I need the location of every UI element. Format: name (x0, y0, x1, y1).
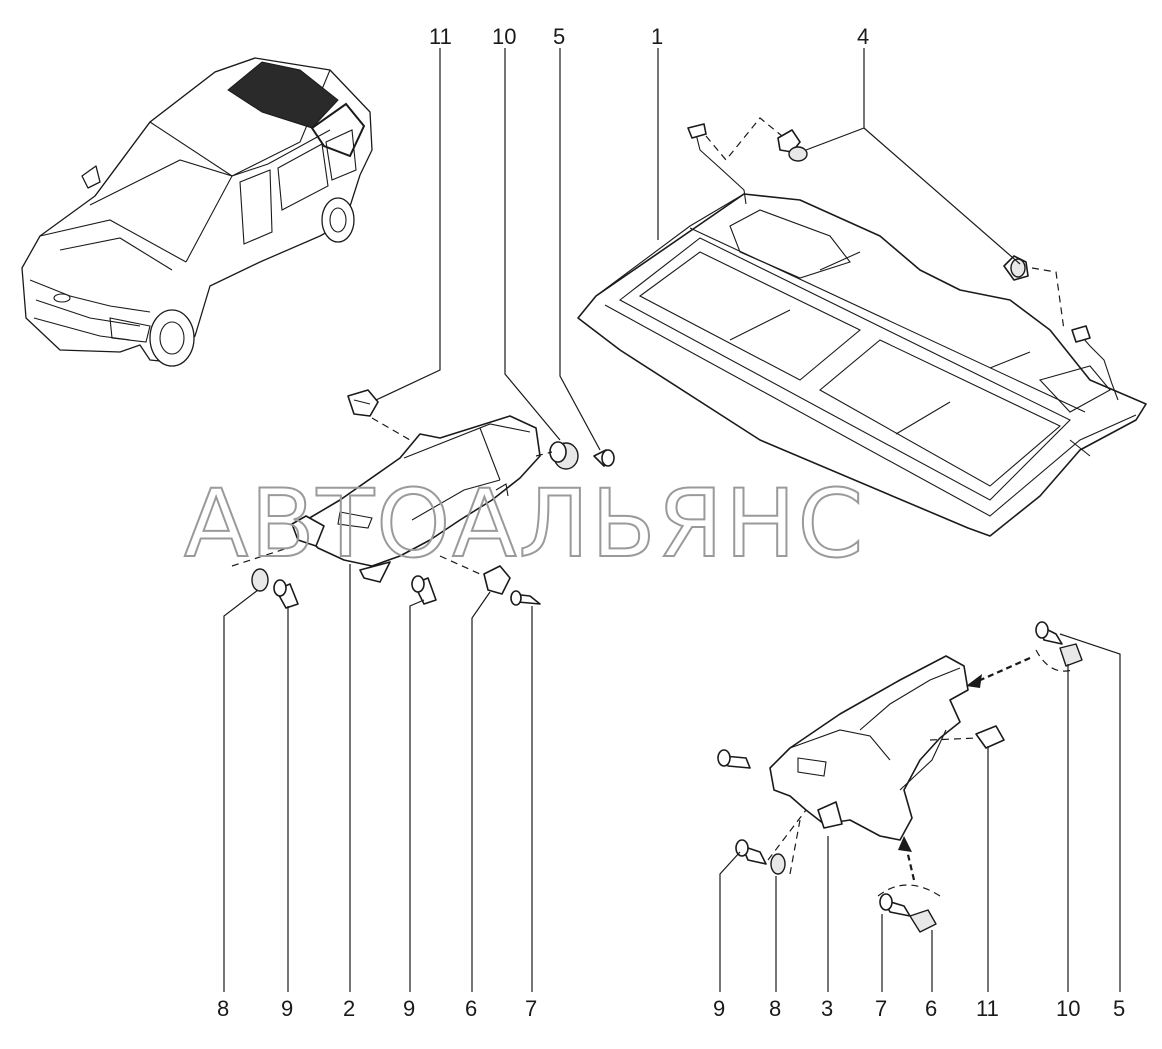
bottom-right-callouts: 9 8 3 7 6 11 10 5 (713, 996, 1125, 1021)
top-callouts: 11 10 5 1 4 (429, 24, 869, 49)
callout-10-top: 10 (492, 24, 516, 49)
callout-9-left-b: 9 (403, 996, 415, 1021)
callout-5-top: 5 (553, 24, 565, 49)
callout-11-top: 11 (429, 24, 452, 49)
callout-9-left-a: 9 (281, 996, 293, 1021)
bottom-left-callouts: 8 9 2 9 6 7 (217, 996, 537, 1021)
callout-1-top: 1 (651, 24, 663, 49)
callout-2-left: 2 (343, 996, 355, 1021)
right-clip-part-11 (975, 725, 1005, 749)
callout-6-right: 6 (925, 996, 937, 1021)
left-clip-part-11 (347, 389, 379, 417)
watermark-text: АВТОАЛЬЯНС (184, 470, 865, 579)
left-cap-part-10 (549, 441, 579, 470)
callout-3-right: 3 (821, 996, 833, 1021)
right-nut-part-6 (909, 909, 937, 933)
left-bolt-part-9a (273, 579, 299, 609)
left-dashed-guides (231, 417, 553, 575)
callout-11-right: 11 (976, 996, 999, 1021)
left-bolt-part-9b (411, 575, 437, 605)
callout-4-top: 4 (857, 24, 869, 49)
right-washer-part-8 (770, 853, 786, 875)
left-nut-part-6 (483, 565, 511, 595)
left-screw-part-5 (593, 449, 615, 467)
parcel-shelf-part-1 (577, 193, 1147, 537)
left-washer-part-8 (251, 568, 269, 592)
shelf-cords (687, 123, 1119, 401)
right-bolt-part-9a (717, 749, 751, 769)
callout-7-left: 7 (525, 996, 537, 1021)
callout-9-right: 9 (713, 996, 725, 1021)
callout-7-right: 7 (875, 996, 887, 1021)
callout-10-right: 10 (1056, 996, 1080, 1021)
shelf-holder-part-4-upper (705, 117, 808, 162)
left-side-trim-part-2 (291, 415, 541, 583)
callout-6-left: 6 (465, 996, 477, 1021)
right-screw-part-7 (879, 893, 911, 917)
left-screw-part-7 (510, 590, 541, 606)
leader-lines (223, 48, 1121, 992)
car-overview-illustration (21, 57, 373, 367)
right-bolt-part-9b (735, 839, 767, 865)
right-cap-part-10 (1059, 643, 1083, 667)
assembly-arrows (898, 656, 1031, 881)
callout-8-right: 8 (769, 996, 781, 1021)
callout-5-right: 5 (1113, 996, 1125, 1021)
right-side-trim-part-3 (769, 655, 969, 841)
shelf-holder-part-4-lower (1003, 255, 1065, 331)
right-screw-part-5 (1035, 621, 1063, 645)
callout-8-left: 8 (217, 996, 229, 1021)
